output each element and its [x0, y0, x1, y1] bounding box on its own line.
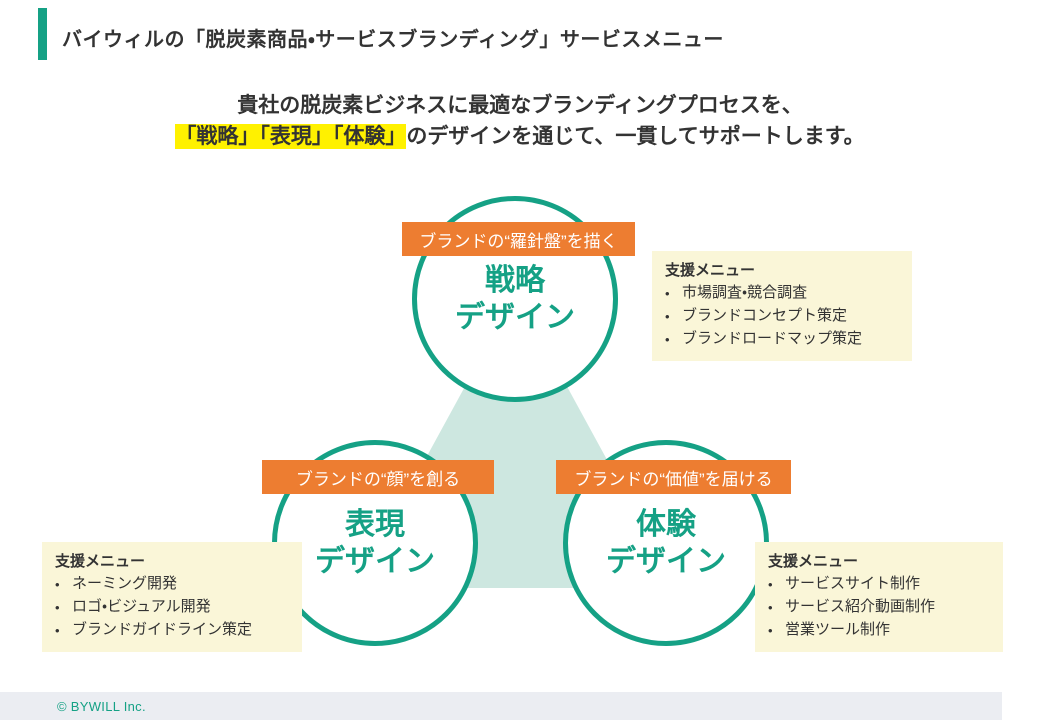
menu-item-label: サービス紹介動画制作 — [785, 598, 936, 615]
circle-strategy-line2: デザイン — [455, 301, 575, 334]
circle-expression-line2: デザイン — [315, 545, 435, 578]
footer-band: © BYWILL Inc. — [0, 692, 1002, 720]
banner-experience: ブランドの“価値”を届ける — [556, 460, 791, 494]
menu-item-label: サービスサイト制作 — [785, 575, 921, 592]
menu-item-label: 市場調査・競合調査 — [682, 284, 808, 301]
menu-item: • サービスサイト制作 — [768, 573, 991, 596]
subtitle-line2: 「戦略」「表現」「体験」のデザインを通じて、一貫してサポートします。 — [0, 121, 1040, 152]
menu-item-label: ブランドガイドライン策定 — [72, 621, 253, 638]
subtitle-highlight: 「戦略」「表現」「体験」 — [175, 124, 407, 149]
bullet-icon: • — [55, 623, 60, 638]
menu-item: • ネーミング開発 — [55, 573, 290, 596]
banner-strategy: ブランドの“羅針盤”を描く — [402, 222, 635, 256]
bullet-icon: • — [665, 309, 670, 324]
menu-box-strategy: 支援メニュー • 市場調査・競合調査 • ブランドコンセプト策定 • ブランドロードマ… — [652, 251, 912, 361]
menu-item: • ブランドロードマップ策定 — [665, 328, 900, 351]
bullet-icon: • — [665, 332, 670, 347]
menu-title: 支援メニュー — [768, 553, 859, 570]
menu-item-label: 営業ツール制作 — [785, 621, 891, 638]
circle-expression-line1: 表現 — [345, 508, 405, 541]
bullet-icon: • — [768, 623, 773, 638]
bullet-icon: • — [768, 600, 773, 615]
menu-title: 支援メニュー — [665, 262, 756, 279]
bullet-icon: • — [665, 286, 670, 301]
menu-item-label: ブランドコンセプト策定 — [682, 307, 848, 324]
bullet-icon: • — [55, 600, 60, 615]
menu-title: 支援メニュー — [55, 553, 146, 570]
banner-expression: ブランドの“顔”を創る — [262, 460, 494, 494]
menu-item: • ブランドガイドライン策定 — [55, 619, 290, 642]
bullet-icon: • — [55, 577, 60, 592]
menu-item: • サービス紹介動画制作 — [768, 596, 991, 619]
accent-bar — [38, 8, 47, 60]
menu-box-experience: 支援メニュー • サービスサイト制作 • サービス紹介動画制作 • 営業ツール制作 — [755, 542, 1003, 652]
menu-item-label: ブランドロードマップ策定 — [682, 330, 863, 347]
subtitle-line2-rest: のデザインを通じて、一貫してサポートします。 — [406, 125, 865, 148]
menu-box-expression: 支援メニュー • ネーミング開発 • ロゴ・ビジュアル開発 • ブランドガイドライン策… — [42, 542, 302, 652]
menu-item: • 市場調査・競合調査 — [665, 282, 900, 305]
page-title: バイウィルの「脱炭素商品・サービスブランディング」サービスメニュー — [62, 29, 724, 51]
circle-strategy-line1: 戦略 — [485, 264, 545, 297]
menu-item: • ロゴ・ビジュアル開発 — [55, 596, 290, 619]
bullet-icon: • — [768, 577, 773, 592]
subtitle: 貴社の脱炭素ビジネスに最適なブランディングプロセスを、 「戦略」「表現」「体験」… — [0, 90, 1040, 152]
circle-experience-line1: 体験 — [636, 508, 696, 541]
subtitle-line1: 貴社の脱炭素ビジネスに最適なブランディングプロセスを、 — [237, 94, 803, 117]
circle-experience-line2: デザイン — [606, 545, 726, 578]
copyright-text: © BYWILL Inc. — [57, 698, 146, 714]
menu-item: • ブランドコンセプト策定 — [665, 305, 900, 328]
menu-item-label: ネーミング開発 — [72, 575, 178, 592]
menu-item-label: ロゴ・ビジュアル開発 — [72, 598, 211, 615]
menu-item: • 営業ツール制作 — [768, 619, 991, 642]
